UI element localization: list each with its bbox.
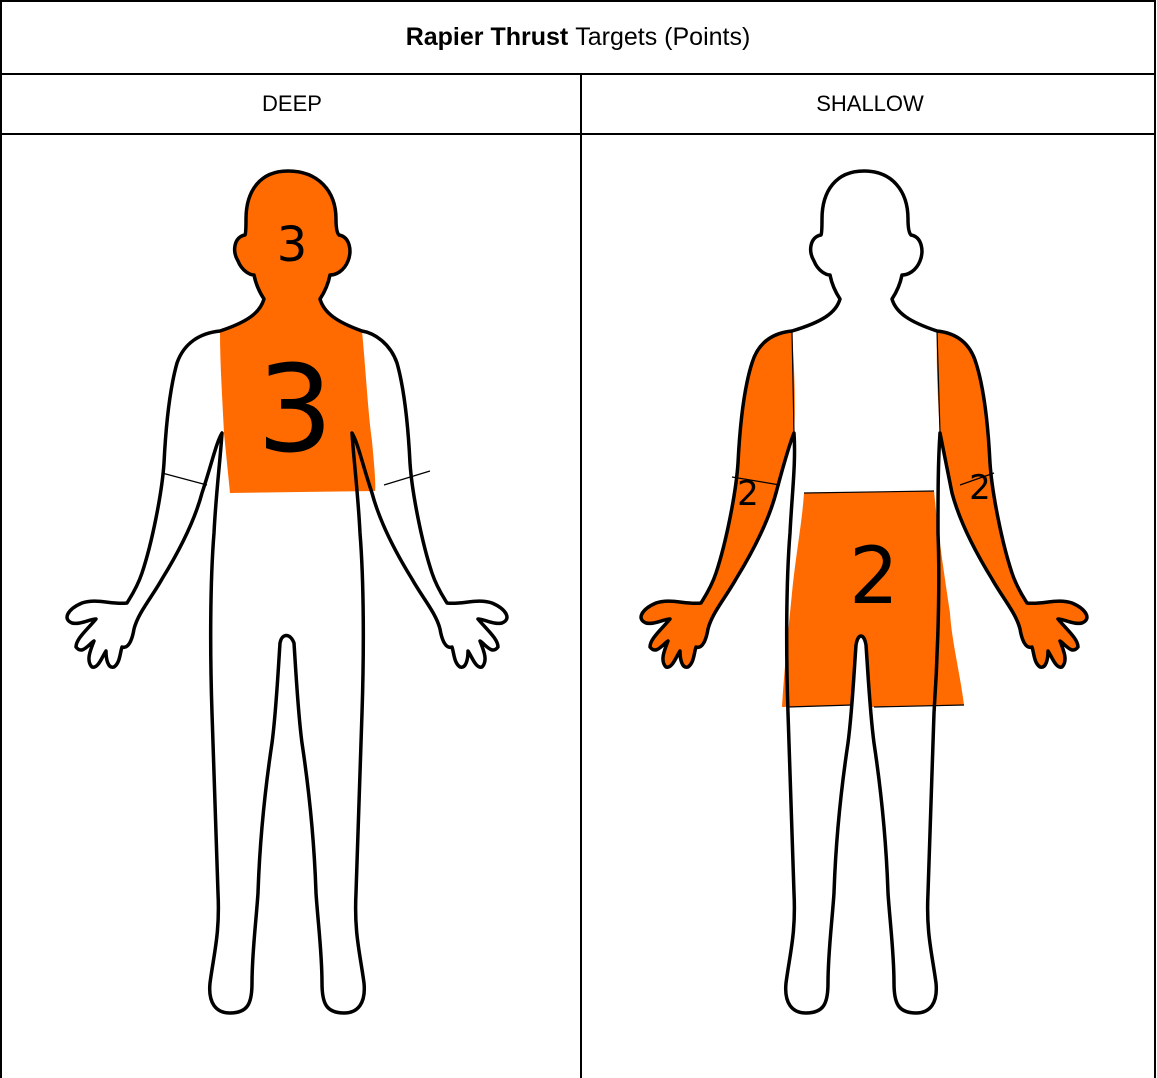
deep-right-sleeve-seam [384, 471, 430, 485]
title-bold: Rapier Thrust [406, 23, 569, 52]
deep-body-figure: 3 3 [2, 133, 580, 1078]
shallow-hips-points: 2 [849, 532, 899, 622]
deep-chest-points: 3 [257, 341, 333, 480]
column-header-row: DEEP SHALLOW [2, 75, 1154, 135]
column-header-deep: DEEP [2, 75, 582, 133]
deep-left-sleeve-seam [162, 473, 207, 485]
shallow-figure-cell: 2 2 2 [582, 133, 1156, 1078]
deep-head-points: 3 [277, 217, 308, 273]
title-rest: Targets (Points) [575, 23, 750, 52]
shallow-right-arm-zone [641, 331, 795, 667]
shallow-body-figure: 2 2 2 [582, 133, 1156, 1078]
chart-title: Rapier Thrust Targets (Points) [2, 2, 1154, 75]
shallow-right-arm-points: 2 [737, 474, 759, 514]
shallow-left-arm-zone [937, 331, 1087, 667]
shallow-left-arm-points: 2 [969, 468, 991, 508]
column-header-shallow: SHALLOW [584, 75, 1156, 133]
deep-figure-cell: 3 3 [2, 133, 580, 1078]
